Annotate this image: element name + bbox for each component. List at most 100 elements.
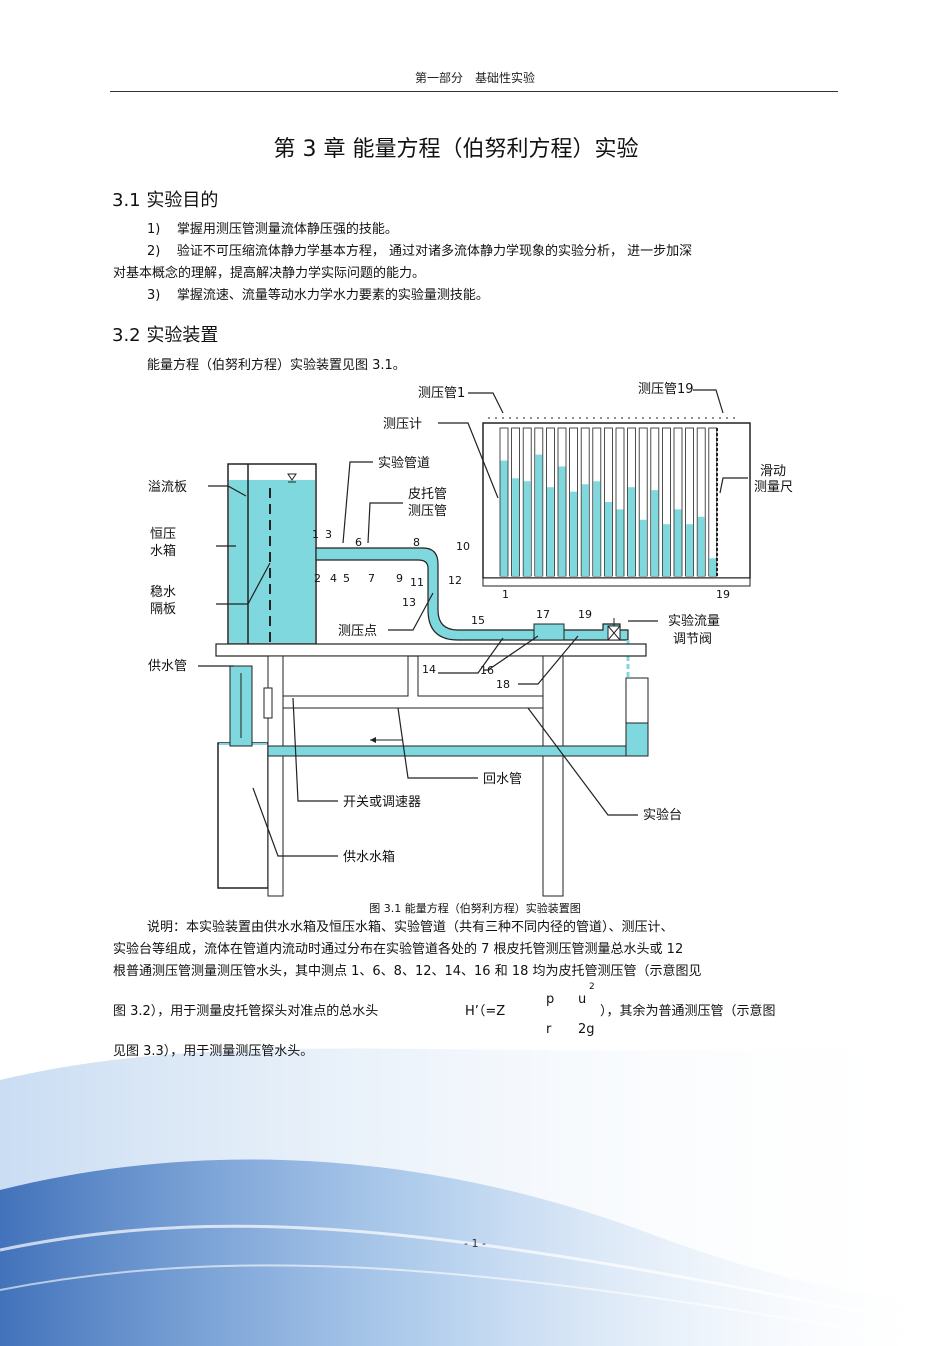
- point-7: 7: [368, 572, 375, 585]
- piezometer-water-level: [686, 524, 694, 576]
- scale-end: 19: [716, 588, 730, 601]
- chapter-title: 第 3 章 能量方程（伯努利方程）实验: [273, 137, 639, 162]
- piezometer-tubes: [499, 427, 718, 577]
- formula-u: u: [578, 992, 587, 1007]
- piezometer-water-level: [535, 454, 543, 576]
- objective-2: 2) 验证不可压缩流体静力学基本方程， 通过对诸多流体静力学现象的实验分析， 进…: [147, 241, 692, 263]
- switch-or-regulator: [263, 687, 273, 719]
- objective-text: 验证不可压缩流体静力学基本方程， 通过对诸多流体静力学现象的实验分析， 进一步加…: [176, 244, 693, 259]
- label-ruler-2: 测量尺: [754, 480, 793, 495]
- measuring-cup: [625, 677, 649, 724]
- piezometer-water-level: [639, 519, 647, 576]
- formula-p: p: [546, 992, 555, 1007]
- label-valve-2: 调节阀: [673, 632, 712, 647]
- label-supply-pipe: 供水管: [148, 659, 187, 674]
- point-2: 2: [314, 572, 321, 585]
- piezometer-water-level: [546, 487, 554, 576]
- description-line-2: 实验台等组成，流体在管道内流动时通过分布在实验管道各处的 7 根皮托管测压管测量…: [113, 942, 684, 957]
- objective-number: 3): [147, 288, 161, 303]
- piezometer-water-level: [604, 502, 612, 576]
- label-baffle-1: 稳水: [150, 584, 176, 600]
- label-ruler-1: 滑动: [760, 464, 786, 479]
- label-measuring-point: 测压点: [338, 624, 377, 639]
- test-bench-top: [215, 643, 647, 657]
- objective-number: 2): [147, 244, 161, 259]
- supply-tank: [217, 742, 269, 889]
- point-19: 19: [578, 608, 592, 621]
- piezometer-water-level: [674, 509, 682, 576]
- label-tank-2: 水箱: [150, 543, 176, 559]
- objective-number: 1): [147, 222, 161, 237]
- description-line-1: 说明：本实验装置由供水水箱及恒压水箱、实验管道（共有三种不同内径的管道）、测压计…: [147, 920, 674, 935]
- scale-start: 1: [502, 588, 509, 601]
- page-number: - 1 -: [464, 1237, 486, 1250]
- piezometer-water-level: [500, 460, 508, 576]
- page-header: 第一部分 基础性实验: [414, 71, 535, 85]
- measuring-point-numbers: 1 2 3 4 5 6 7 8 9 10 11 12 13 14 15 16 1…: [312, 528, 592, 691]
- objective-text: 掌握用测压管测量流体静压强的技能。: [176, 222, 398, 237]
- objective-3: 3) 掌握流速、流量等动水力学水力要素的实验量测技能。: [147, 285, 489, 307]
- point-1: 1: [312, 528, 319, 541]
- point-8: 8: [413, 536, 420, 549]
- point-3: 3: [325, 528, 332, 541]
- point-4: 4: [330, 572, 337, 585]
- piezometer-water-level: [697, 516, 705, 576]
- point-10: 10: [456, 540, 470, 553]
- point-14: 14: [422, 663, 436, 676]
- objective-2-continued: 对基本概念的理解，提高解决静力学实际问题的能力。: [113, 266, 426, 281]
- piezometer-water-level: [709, 558, 717, 576]
- label-pitot-2: 测压管: [408, 504, 447, 519]
- label-test-pipe: 实验管道: [378, 455, 430, 471]
- apparatus-intro: 能量方程（伯努利方程）实验装置见图 3.1。: [147, 358, 406, 373]
- header-rule: [110, 91, 838, 92]
- leader-lines: [198, 389, 748, 857]
- point-12: 12: [448, 574, 462, 587]
- formula-head: H’（=Z: [465, 1004, 506, 1019]
- piezometer-water-level: [523, 481, 531, 576]
- figure-caption: 图 3.1 能量方程（伯努利方程）实验装置图: [369, 902, 581, 915]
- piezometer-water-level: [558, 466, 566, 576]
- point-15: 15: [471, 614, 485, 627]
- constant-head-tank-water: [229, 480, 315, 643]
- label-pitot-1: 皮托管: [408, 487, 447, 502]
- piezometer-water-level: [628, 487, 636, 576]
- description-line-5: 见图 3.3），用于测量测压管水头。: [113, 1044, 314, 1059]
- section-heading-apparatus: 3.2 实验装置: [112, 325, 219, 346]
- piezometer-water-level: [662, 524, 670, 576]
- label-manometer: 测压计: [383, 417, 422, 432]
- description-line-4c: ），其余为普通测压管（示意图: [600, 1004, 776, 1019]
- formula-u-superscript: 2: [589, 982, 595, 992]
- piezometer-tube: [708, 427, 718, 577]
- piezometer-water-level: [651, 490, 659, 576]
- label-piezo-19: 测压管19: [638, 382, 694, 397]
- return-pipe: [267, 745, 649, 757]
- point-18: 18: [496, 678, 510, 691]
- label-switch: 开关或调速器: [343, 795, 421, 810]
- point-11: 11: [410, 576, 424, 589]
- point-6: 6: [355, 536, 362, 549]
- label-return-pipe: 回水管: [483, 772, 522, 787]
- label-baffle-2: 隔板: [150, 602, 176, 617]
- label-bench: 实验台: [643, 807, 682, 823]
- label-tank-1: 恒压: [150, 527, 176, 542]
- description-line-3: 根普通测压管测量测压管水头，其中测点 1、6、8、12、14、16 和 18 均…: [113, 964, 702, 979]
- point-17: 17: [536, 608, 550, 621]
- description-line-4a: 图 3.2），用于测量皮托管探头对准点的总水头: [113, 1004, 379, 1019]
- formula-2g: 2g: [578, 1022, 595, 1037]
- apparatus-diagram: 测压管1 测压管19 测压计 实验管道 溢流板 皮托管 测压管 恒压 水箱 稳水…: [148, 382, 793, 897]
- objective-text: 掌握流速、流量等动水力学水力要素的实验量测技能。: [176, 288, 489, 303]
- label-valve-1: 实验流量: [668, 613, 720, 629]
- point-13: 13: [402, 596, 416, 609]
- objective-1: 1) 掌握用测压管测量流体静压强的技能。: [147, 219, 398, 241]
- formula-r: r: [546, 1022, 552, 1037]
- piezometer-water-level: [570, 491, 578, 576]
- point-9: 9: [396, 572, 403, 585]
- label-piezo-1: 测压管1: [418, 386, 465, 401]
- label-overflow-plate: 溢流板: [148, 480, 187, 495]
- piezometer-water-level: [593, 481, 601, 576]
- point-5: 5: [343, 572, 350, 585]
- section-heading-objectives: 3.1 实验目的: [112, 190, 219, 211]
- label-supply-tank: 供水水箱: [343, 849, 395, 865]
- piezometer-water-level: [581, 484, 589, 576]
